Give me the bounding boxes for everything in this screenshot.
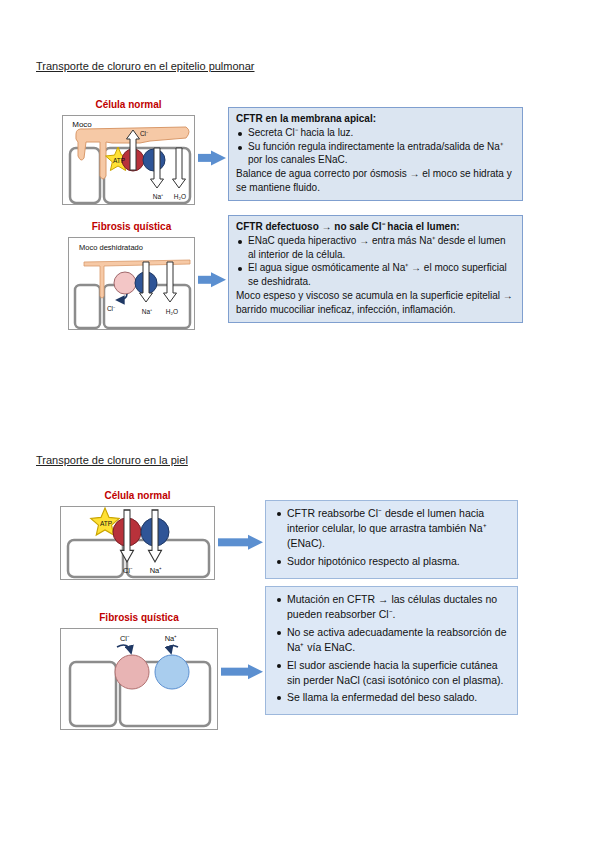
panel-title: Célula normal (41, 490, 234, 501)
panel-title: Fibrosis quística (41, 612, 237, 623)
bullet-text: No se activa adecuadamente la reabsorció… (275, 625, 509, 655)
drawing-label: Na⁺ (153, 194, 163, 201)
explanation-box: CFTR reabsorbe Cl⁻ desde el lumen hacia … (265, 500, 518, 579)
section-heading: Transporte de cloruro en el epitelio pul… (36, 60, 255, 72)
lung-normal-drawing (70, 127, 190, 203)
block-arrow (198, 154, 211, 162)
drawing-label: Na⁺ (150, 567, 163, 575)
drawing-label: H₂O (166, 309, 178, 316)
block-arrow (221, 668, 248, 676)
drawing-label: Cl⁻ (123, 567, 133, 575)
bullet-text: Secreta Cl⁻ hacia la luz. (236, 126, 515, 140)
drawing-label: ATP (100, 521, 112, 528)
lung-cf-drawing (75, 260, 190, 328)
bullet-text: El agua sigue osmóticamente al Na⁺ → el … (236, 261, 515, 289)
illustration-frame: Fibrosis quísticaCl⁻Na⁺ (60, 628, 218, 730)
explanation-box: Mutación en CFTR → las células ductales … (265, 586, 518, 715)
illustration-frame: Célula normalATPCl⁻Na⁺ (60, 506, 215, 580)
drawing-label: Cl⁻ (140, 131, 148, 138)
bullet-text: Su función regula indirectamente la entr… (236, 140, 515, 168)
bullet-text: CFTR reabsorbe Cl⁻ desde el lumen hacia … (275, 506, 509, 551)
illustration-frame: Fibrosis quísticaMoco deshidratadoCl⁻Na⁺… (68, 237, 195, 330)
illustration-frame: Célula normalMocoATPCl⁻Na⁺H₂O (62, 115, 195, 205)
bullet-text: El sudor asciende hacia la superficie cu… (275, 658, 509, 688)
drawing-label: Cl⁻ (120, 635, 130, 643)
bullet-text: Se llama la enfermedad del beso salado. (275, 690, 509, 705)
drawing-label: H₂O (174, 194, 186, 201)
skin-cf-drawing (70, 645, 210, 726)
drawing-label: Na⁺ (165, 635, 178, 643)
panel-title: Célula normal (43, 99, 214, 110)
skin-normal-drawing (68, 508, 209, 577)
bullet-text: ENaC queda hiperactivo → entra más Na⁺ d… (236, 234, 515, 262)
drawing-label: Cl⁻ (107, 306, 115, 313)
bullet-text: Sudor hipotónico respecto al plasma. (275, 554, 509, 569)
box-heading: CFTR defectuoso → no sale Cl⁻ hacia el l… (236, 220, 515, 234)
drawing-label: Moco deshidratado (79, 244, 143, 252)
block-arrow (198, 276, 211, 284)
drawing-label: Moco (72, 121, 92, 129)
block-arrow (218, 538, 248, 546)
explanation-box: CFTR defectuoso → no sale Cl⁻ hacia el l… (228, 215, 523, 323)
box-text: Moco espeso y viscoso se acumula en la s… (236, 289, 515, 317)
drawing-label: Na⁺ (142, 309, 152, 316)
bullet-text: Mutación en CFTR → las células ductales … (275, 592, 509, 622)
explanation-box: CFTR en la membrana apical:Secreta Cl⁻ h… (228, 107, 523, 201)
panel-title: Fibrosis quística (49, 221, 214, 232)
section-heading: Transporte de cloruro en la piel (36, 454, 188, 466)
box-text: Balance de agua correcto por ósmosis → e… (236, 167, 515, 195)
drawing-label: ATP (113, 158, 125, 165)
box-heading: CFTR en la membrana apical: (236, 112, 515, 126)
